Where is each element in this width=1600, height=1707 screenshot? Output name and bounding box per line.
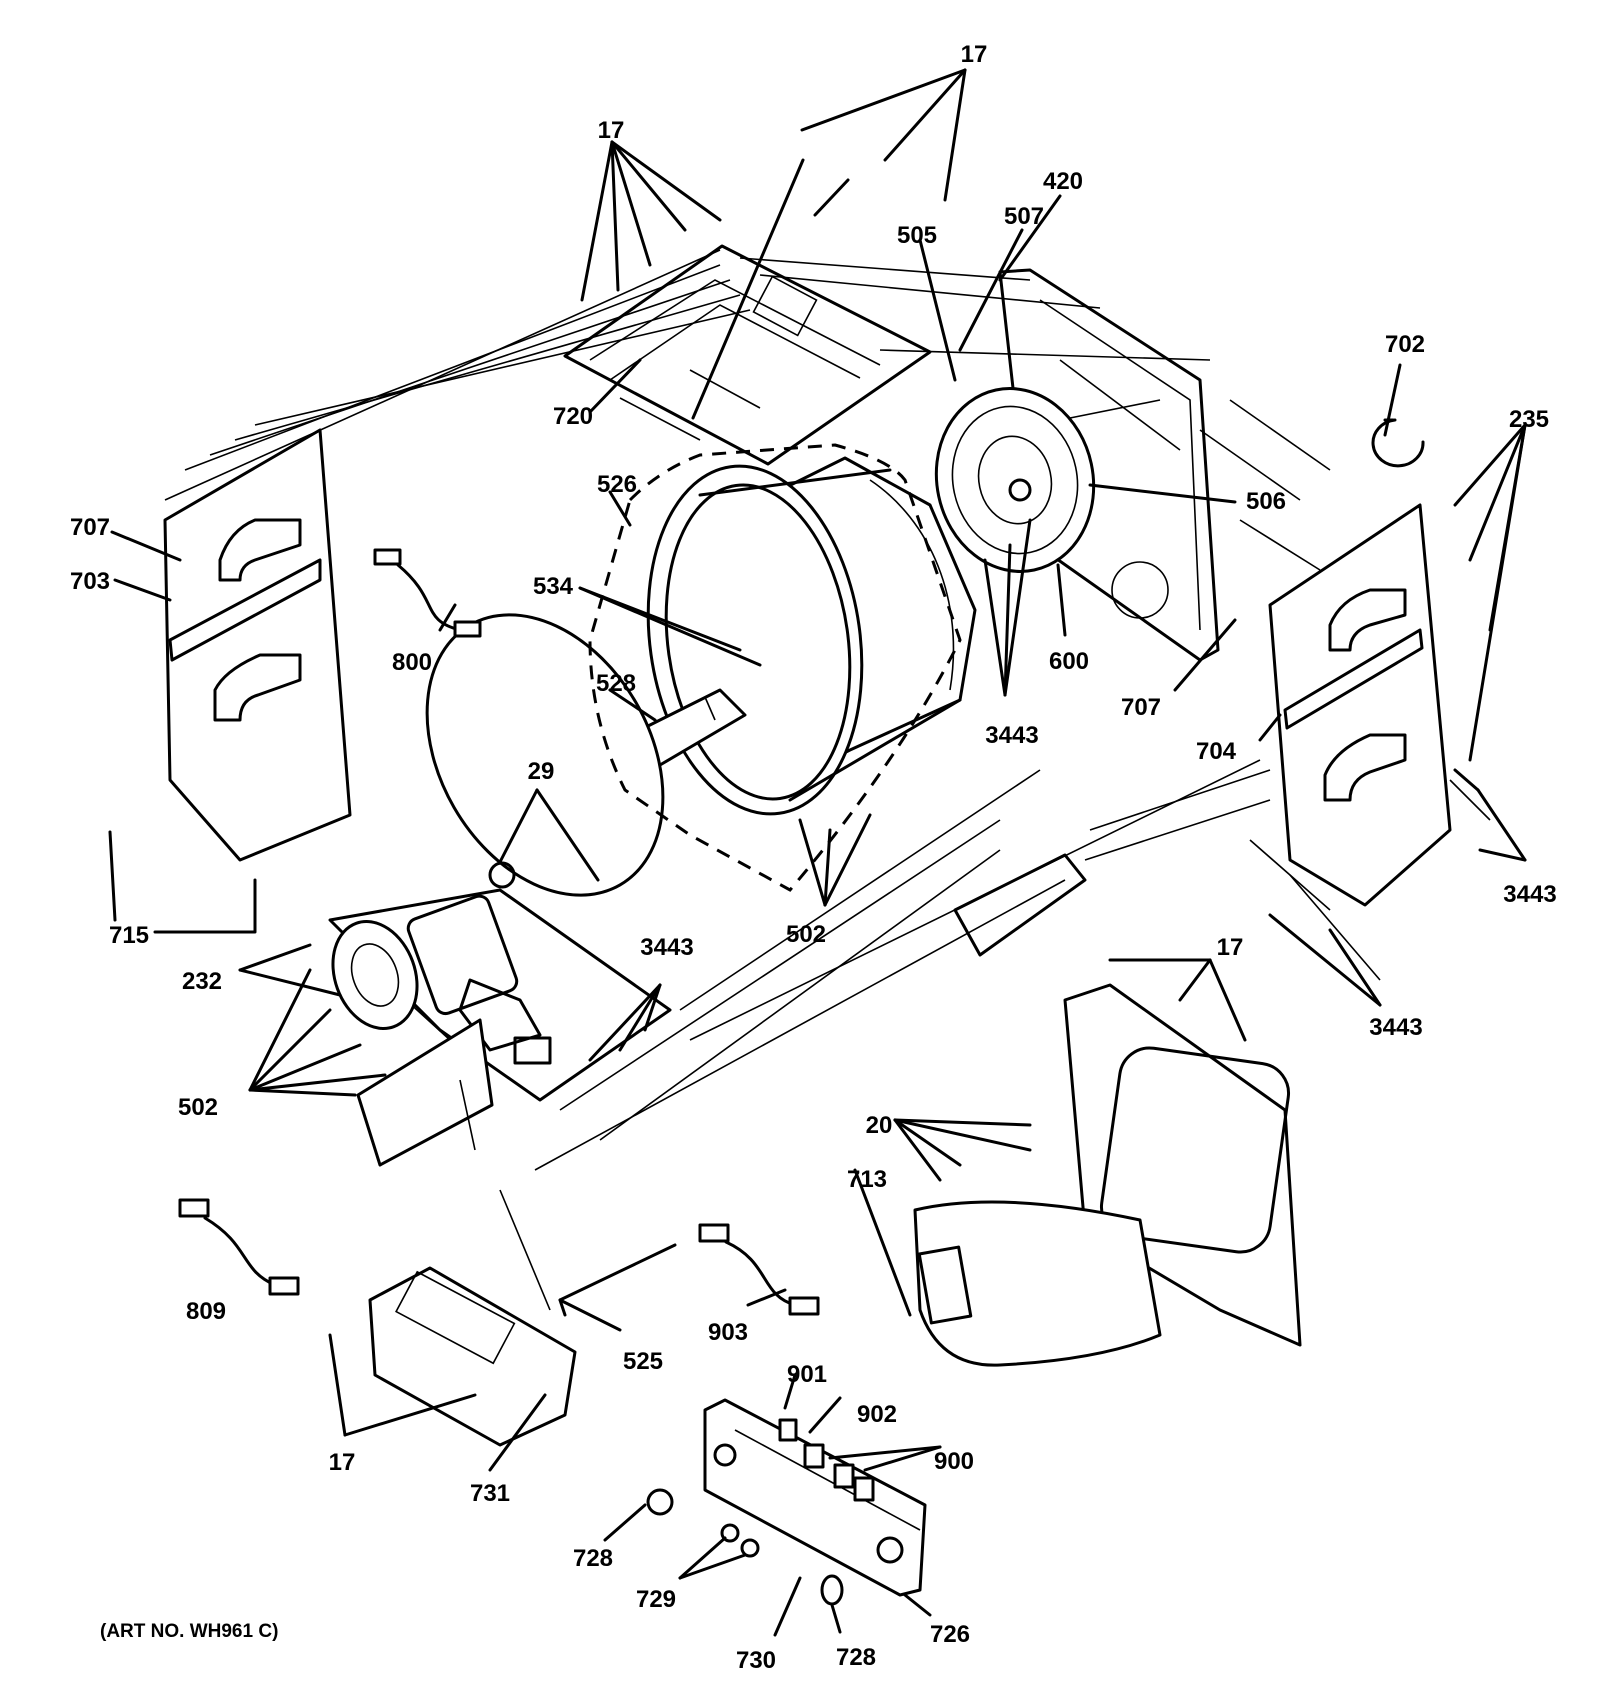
callout-420: 420 [1042,168,1084,195]
callout-800: 800 [391,649,433,676]
callout-900: 900 [933,1448,975,1475]
drum [646,456,977,816]
callout-3443: 3443 [640,934,694,961]
callout-525: 525 [622,1348,664,1375]
callout-901: 901 [786,1361,828,1388]
knob-729-b [740,1538,760,1558]
door [913,1200,1162,1367]
leader-lines [108,68,1527,1637]
art-number: (ART NO. WH961 C) [100,1621,279,1642]
rear-drum-bearing [934,387,1096,573]
knob-728-right [820,1574,844,1606]
wire-harness-903 [698,1223,820,1316]
callout-902: 902 [856,1401,898,1428]
callout-17: 17 [328,1449,356,1476]
callout-728: 728 [835,1644,877,1671]
callout-903: 903 [707,1319,749,1346]
callout-728: 728 [572,1545,614,1572]
lint-ring [1371,418,1425,468]
callout-505: 505 [896,222,938,249]
callout-600: 600 [1048,648,1090,675]
callout-726: 726 [929,1621,971,1648]
wire-harness-800 [373,548,482,638]
wire-harness-809 [178,1198,300,1296]
callout-528: 528 [595,670,637,697]
callout-507: 507 [1003,203,1045,230]
callout-235: 235 [1508,406,1550,433]
callout-3443: 3443 [1503,881,1557,908]
callout-3443: 3443 [1369,1014,1423,1041]
callout-17: 17 [597,117,625,144]
callout-704: 704 [1195,738,1237,765]
callout-506: 506 [1245,488,1287,515]
callout-715: 715 [108,922,150,949]
callout-502: 502 [177,1094,219,1121]
callout-526: 526 [596,471,638,498]
callout-3443: 3443 [985,722,1039,749]
drum-kit-outline [588,443,962,892]
callout-703: 703 [69,568,111,595]
callout-707: 707 [1120,694,1162,721]
callout-729: 729 [635,1586,677,1613]
knob-728-left [646,1488,674,1516]
callout-731: 731 [469,1480,511,1507]
callout-17: 17 [960,41,988,68]
front-heater-duct [356,1018,494,1167]
assembly-tie-lines [164,249,1491,1311]
callout-534: 534 [532,573,574,600]
top-panel [563,244,932,466]
callout-17: 17 [1216,934,1244,961]
callout-713: 713 [846,1166,888,1193]
callout-730: 730 [735,1647,777,1674]
base-assembly [328,861,672,1102]
right-side-panel [1268,503,1452,907]
control-board [368,1266,577,1447]
callout-809: 809 [185,1298,227,1325]
callout-720: 720 [552,403,594,430]
callout-502: 502 [785,921,827,948]
callout-702: 702 [1384,331,1426,358]
callout-232: 232 [181,968,223,995]
callout-29: 29 [527,758,555,785]
left-side-panel [163,428,352,862]
callout-707: 707 [69,514,111,541]
control-panel [703,1398,927,1597]
callout-20: 20 [865,1112,893,1139]
